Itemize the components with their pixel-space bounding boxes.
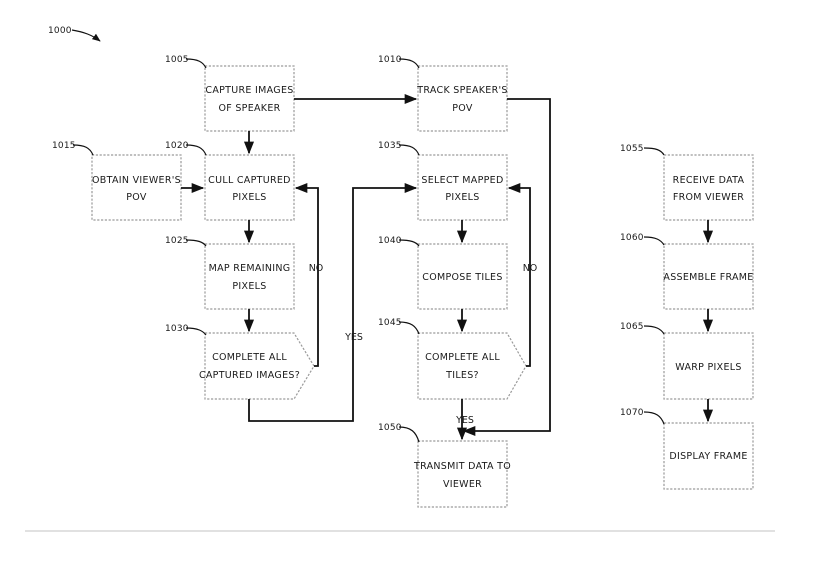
box-1045-line1: COMPLETE ALL <box>425 352 500 363</box>
ref-1065-leader <box>643 325 665 335</box>
box-1035-line1: SELECT MAPPED <box>421 175 503 186</box>
arrow-1030-yes-to-1035 <box>248 182 418 422</box>
box-1010-line1: TRACK SPEAKER'S <box>416 85 507 96</box>
box-1065: WARP PIXELS <box>663 332 754 400</box>
box-1045: COMPLETE ALL TILES? <box>417 332 527 400</box>
box-1030-line2: CAPTURED IMAGES? <box>199 370 300 381</box>
box-1025: MAP REMAINING PIXELS <box>204 243 295 310</box>
box-1045-line2: TILES? <box>445 370 479 381</box>
box-1005-line1: CAPTURE IMAGES <box>205 85 293 96</box>
box-1010-line2: POV <box>452 103 473 114</box>
ref-1060: 1060 <box>620 233 644 243</box>
ref-1005-leader <box>185 58 207 69</box>
box-1050-line1: TRANSMIT DATA TO <box>413 461 511 472</box>
ref-1050: 1050 <box>378 423 402 433</box>
box-1015: OBTAIN VIEWER'S POV <box>91 154 182 221</box>
box-1035-line2: PIXELS <box>445 192 479 203</box>
arrow-1010-to-1050 <box>462 98 551 437</box>
ref-1010-leader <box>398 58 420 69</box>
ref-1045: 1045 <box>378 318 402 328</box>
box-1010: TRACK SPEAKER'S POV <box>416 65 508 132</box>
box-1015-line1: OBTAIN VIEWER'S <box>92 175 181 186</box>
box-1030: COMPLETE ALL CAPTURED IMAGES? <box>199 332 315 400</box>
ref-1045-leader <box>398 321 420 335</box>
box-1040-line1: COMPOSE TILES <box>422 272 502 283</box>
box-1070-line1: DISPLAY FRAME <box>669 451 747 462</box>
ref-1020-leader <box>185 144 207 156</box>
box-1025-line2: PIXELS <box>232 281 266 292</box>
label-no-left: NO <box>309 263 324 274</box>
ref-1035-leader <box>398 144 420 156</box>
ref-1040-leader <box>398 239 420 247</box>
box-1055-line1: RECEIVE DATA <box>673 175 745 186</box>
ref-1035: 1035 <box>378 141 402 151</box>
ref-1055-leader <box>643 147 665 156</box>
box-1055-line2: FROM VIEWER <box>673 192 744 203</box>
ref-1025: 1025 <box>165 236 189 246</box>
ref-1055: 1055 <box>620 144 644 154</box>
box-1060: ASSEMBLE FRAME <box>663 243 754 310</box>
figure-number: 1000 <box>48 26 72 36</box>
label-no-right: NO <box>523 263 538 274</box>
box-1040: COMPOSE TILES <box>417 243 508 310</box>
ref-1060-leader <box>643 236 665 246</box>
box-1050-line2: VIEWER <box>443 479 482 490</box>
box-1025-line1: MAP REMAINING <box>209 263 291 274</box>
arrow-1045-no-to-1035 <box>507 182 531 367</box>
ref-1040: 1040 <box>378 236 402 246</box>
ref-1015: 1015 <box>52 141 76 151</box>
box-1035: SELECT MAPPED PIXELS <box>417 154 508 221</box>
ref-1020: 1020 <box>165 141 189 151</box>
label-yes-right: YES <box>455 415 474 426</box>
ref-1025-leader <box>185 239 207 247</box>
box-1065-line1: WARP PIXELS <box>675 362 741 373</box>
box-1055: RECEIVE DATA FROM VIEWER <box>663 154 754 221</box>
figure-number-arrow <box>71 29 101 42</box>
ref-1065: 1065 <box>620 322 644 332</box>
ref-1050-leader <box>398 426 420 443</box>
label-yes-left: YES <box>344 332 363 343</box>
box-1070: DISPLAY FRAME <box>663 422 754 490</box>
box-1060-line1: ASSEMBLE FRAME <box>663 272 753 283</box>
ref-1070: 1070 <box>620 408 644 418</box>
ref-1030: 1030 <box>165 324 189 334</box>
box-1050: TRANSMIT DATA TO VIEWER <box>413 440 511 508</box>
box-1030-line1: COMPLETE ALL <box>212 352 287 363</box>
box-1005: CAPTURE IMAGES OF SPEAKER <box>204 65 295 132</box>
ref-1070-leader <box>643 411 665 425</box>
box-1020-line1: CULL CAPTURED <box>208 175 291 186</box>
ref-1005: 1005 <box>165 55 189 65</box>
ref-1015-leader <box>72 144 94 156</box>
box-1020: CULL CAPTURED PIXELS <box>204 154 295 221</box>
box-1005-line2: OF SPEAKER <box>218 103 280 114</box>
ref-1030-leader <box>185 327 207 336</box>
ref-1010: 1010 <box>378 55 402 65</box>
arrow-1030-no-to-1020 <box>294 182 319 367</box>
box-1020-line2: PIXELS <box>232 192 266 203</box>
box-1015-line2: POV <box>126 192 147 203</box>
